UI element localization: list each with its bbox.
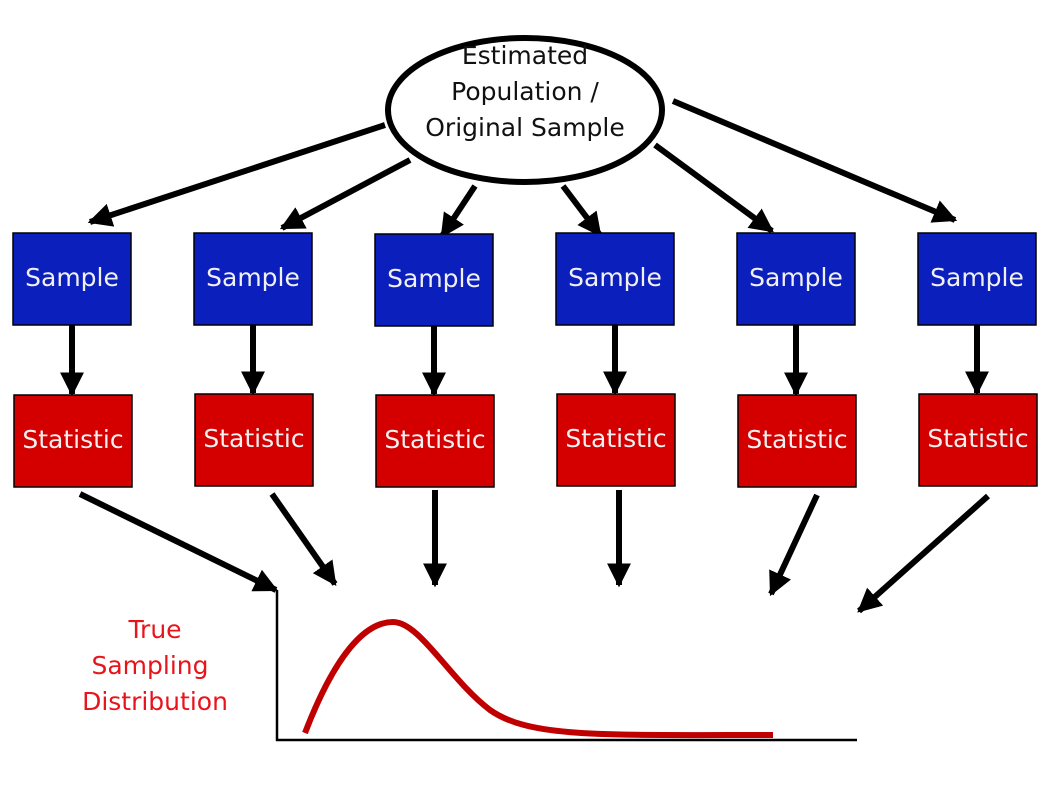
arrow (653, 142, 774, 234)
statistic-box (375, 394, 495, 488)
statistic-label: Statistic (565, 424, 666, 453)
distribution-label-line-1: True (127, 615, 181, 644)
statistic-box (918, 393, 1038, 487)
statistic-box (194, 393, 314, 487)
sample-label: Sample (749, 263, 843, 292)
arrow (78, 491, 279, 593)
sample-label: Sample (930, 263, 1024, 292)
arrow (279, 157, 412, 231)
sample-label: Sample (568, 263, 662, 292)
arrow (439, 184, 478, 239)
sample-label: Sample (387, 264, 481, 293)
statistic-label: Statistic (203, 424, 304, 453)
distribution-label-line-3: Distribution (82, 687, 228, 716)
statistic-arrows (78, 490, 990, 614)
arrow (560, 184, 603, 237)
distribution-label: True Sampling Distribution (82, 615, 228, 716)
statistic-label: Statistic (384, 425, 485, 454)
arrow (671, 98, 958, 223)
sample-box (736, 232, 856, 326)
sample-label: Sample (206, 263, 300, 292)
population-line-1: Estimated (462, 41, 588, 70)
arrow (768, 493, 820, 597)
population-line-3: Original Sample (425, 113, 625, 142)
arrow (87, 122, 386, 227)
sample-box (374, 233, 494, 327)
population-node: Estimated Population / Original Sample (385, 35, 665, 185)
distribution-plot (275, 590, 857, 742)
distribution-label-line-2: Sampling (91, 651, 208, 680)
statistic-box (13, 394, 133, 488)
arrow (857, 493, 990, 614)
sample-box (555, 232, 675, 326)
population-arrows (87, 98, 958, 239)
distribution-curve (302, 618, 774, 739)
sample-box (12, 232, 132, 326)
statistic-box (737, 394, 857, 488)
statistic-box (556, 393, 676, 487)
statistic-label: Statistic (746, 425, 847, 454)
sample-box (917, 232, 1037, 326)
arrow (269, 492, 338, 586)
statistic-label: Statistic (927, 424, 1028, 453)
statistic-label: Statistic (22, 425, 123, 454)
sample-label: Sample (25, 263, 119, 292)
population-line-2: Population / (451, 77, 599, 106)
